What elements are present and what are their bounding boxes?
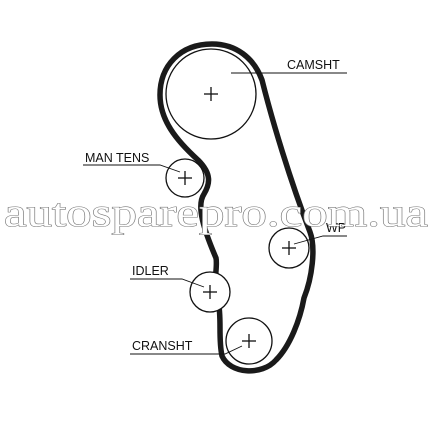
man-tens-label: MAN TENS [85,151,149,165]
man-tens-pulley [165,158,205,198]
crankshaft-leader [130,345,243,355]
water-pump-leader [293,235,347,245]
man-tens-leader [83,164,181,173]
camshaft-label: CAMSHT [287,58,340,72]
idler-label: IDLER [132,264,169,278]
idler-pulley [189,271,231,313]
camshaft-pulley [165,48,257,140]
idler-leader [130,278,205,288]
crankshaft-pulley [225,317,273,365]
watermark: autosparepro.com.ua [4,190,428,235]
water-pump-label: WP [326,221,346,235]
water-pump-pulley [268,227,310,269]
timing-belt [157,41,316,374]
crankshaft-label: CRANSHT [132,339,193,353]
